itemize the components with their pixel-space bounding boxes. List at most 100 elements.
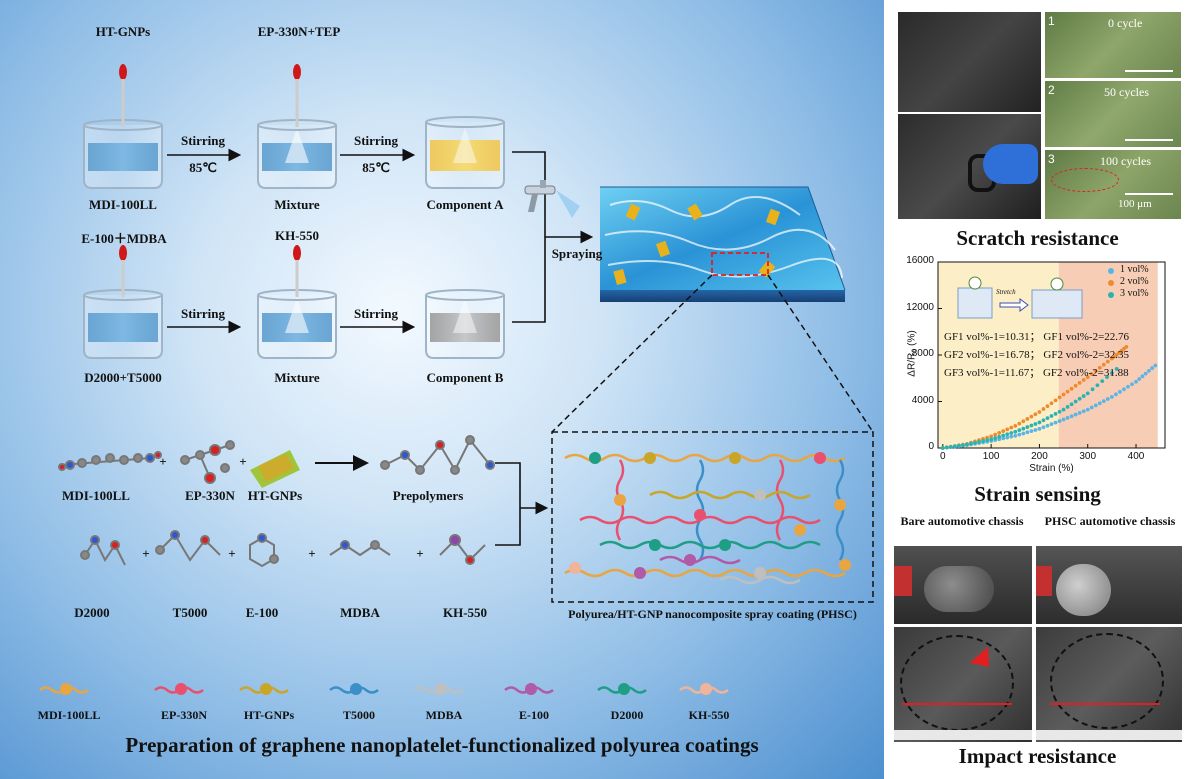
point-1-5-4 <box>1077 381 1082 385</box>
point-1-5-3 <box>1073 383 1078 388</box>
main-title: Preparation of graphene nanoplatelet-fun… <box>125 733 759 757</box>
point-0-7-0 <box>1109 394 1114 399</box>
point-1-6-5 <box>1105 359 1110 364</box>
point-2-6-3 <box>1100 379 1105 384</box>
micrograph-number-2: 2 <box>1048 83 1055 97</box>
point-2-6-0 <box>1085 391 1090 396</box>
zoom-line-right <box>767 274 874 433</box>
point-0-5-0 <box>1061 417 1066 422</box>
point-1-4-0 <box>1037 410 1042 414</box>
point-0-7-4 <box>1126 384 1130 389</box>
beaker-component-a <box>425 116 505 189</box>
point-0-6-1 <box>1089 405 1094 410</box>
label-mixture-1: Mixture <box>274 197 320 212</box>
scratch-title: Scratch resistance <box>956 226 1119 250</box>
legend-label-7: KH-550 <box>688 708 730 722</box>
point-2-1-5 <box>985 438 990 443</box>
point-2-4-5 <box>1057 409 1062 414</box>
legend-bead-5 <box>525 683 537 695</box>
point-0-8-5 <box>1150 366 1155 371</box>
point-2-0-2 <box>948 444 953 449</box>
scratch-test-photo <box>898 114 1041 219</box>
point-2-2-5 <box>1009 431 1014 435</box>
point-0-3-1 <box>1017 432 1022 437</box>
point-0-4-3 <box>1049 422 1054 427</box>
mol-label-prepolymers: Prepolymers <box>392 488 464 503</box>
y-tick-label-3: 12000 <box>906 301 934 313</box>
point-1-5-0 <box>1061 392 1066 397</box>
y-tick-label-4: 16000 <box>906 255 934 266</box>
bare-damage-photo <box>894 627 1032 742</box>
point-0-8-3 <box>1143 371 1148 376</box>
micrograph-number-3: 3 <box>1048 152 1055 166</box>
mol-label-htgnps: HT-GNPs <box>247 488 303 503</box>
mol-label-mdi: MDI-100LL <box>62 488 130 503</box>
gf-line-1: GF2 vol%-1=16.78； GF2 vol%-2=32.35 <box>944 349 1130 361</box>
scratch-mark <box>1051 168 1119 192</box>
point-2-0-3 <box>953 444 957 449</box>
point-1-6-2 <box>1093 368 1098 373</box>
point-2-5-4 <box>1077 396 1082 401</box>
point-1-2-3 <box>1001 429 1006 434</box>
step-stirring-3: Stirring <box>180 306 226 321</box>
point-0-3-0 <box>1013 433 1018 438</box>
x-tick-label-2: 200 <box>1031 451 1048 462</box>
legend-label-2: HT-GNPs <box>243 708 295 722</box>
point-2-4-2 <box>1045 416 1050 421</box>
legend-bead-1 <box>175 683 187 695</box>
scale-bar-2 <box>1125 139 1173 141</box>
point-2-0-0 <box>940 446 945 450</box>
point-2-3-3 <box>1025 425 1030 429</box>
zoom-line-left <box>551 274 713 433</box>
point-2-2-4 <box>1005 432 1010 437</box>
label-d2000-t5000: D2000+T5000 <box>84 370 162 385</box>
dropper-1 <box>119 64 127 127</box>
point-2-6-5 <box>1109 371 1114 375</box>
point-0-5-4 <box>1077 411 1082 415</box>
reagent-htgnps: HT-GNPs <box>95 24 151 39</box>
legend-label-5: E-100 <box>519 708 549 722</box>
plus-4: + <box>228 546 236 561</box>
x-tick-label-1: 100 <box>982 451 1000 462</box>
molecule-ep330n <box>180 440 235 484</box>
point-0-7-2 <box>1118 389 1122 394</box>
point-2-4-3 <box>1049 414 1054 418</box>
scale-bar-1 <box>1125 70 1173 72</box>
spray-gun-icon <box>524 180 580 218</box>
plus-5: + <box>308 546 316 561</box>
x-tick-label-4: 400 <box>1127 451 1145 462</box>
point-2-1-0 <box>965 442 969 447</box>
point-1-2-5 <box>1009 425 1014 430</box>
chart-legend-marker-2 <box>1108 292 1114 298</box>
micrograph-50 <box>1045 81 1181 147</box>
point-0-2-4 <box>1005 435 1010 440</box>
reagent-ep330n-tep: EP-330N+TEP <box>257 24 341 39</box>
dropper-4 <box>293 245 301 297</box>
network-box <box>551 431 874 603</box>
point-0-6-4 <box>1101 399 1106 404</box>
scale-label: 100 μm <box>1118 198 1152 210</box>
point-2-3-5 <box>1033 422 1038 426</box>
point-1-6-1 <box>1089 372 1094 376</box>
chart-legend-label-2: 3 vol% <box>1120 288 1149 299</box>
phsc-damage-photo <box>1036 627 1182 742</box>
point-2-5-2 <box>1069 402 1074 407</box>
point-0-4-4 <box>1053 420 1058 425</box>
plus-2: + <box>239 454 247 469</box>
label-bare-chassis: Bare automotive chassis <box>900 514 1024 528</box>
point-0-5-3 <box>1073 412 1078 417</box>
molecules-row2 <box>80 530 486 568</box>
label-phsc-chassis: PHSC automotive chassis <box>1044 514 1176 528</box>
point-0-3-2 <box>1021 431 1026 436</box>
point-2-4-1 <box>1041 418 1046 423</box>
point-2-5-0 <box>1061 407 1066 412</box>
label-component-b: Component B <box>426 370 504 385</box>
beaker-d2000 <box>83 289 163 359</box>
point-0-8-1 <box>1137 377 1142 381</box>
step-stirring-2: Stirring <box>353 133 399 148</box>
cycle-label-0: 0 cycle <box>1108 16 1143 30</box>
point-1-3-2 <box>1021 419 1026 424</box>
point-1-3-1 <box>1017 421 1022 426</box>
ohm-icon-1 <box>968 276 982 290</box>
step-stirring-4: Stirring <box>353 306 399 321</box>
